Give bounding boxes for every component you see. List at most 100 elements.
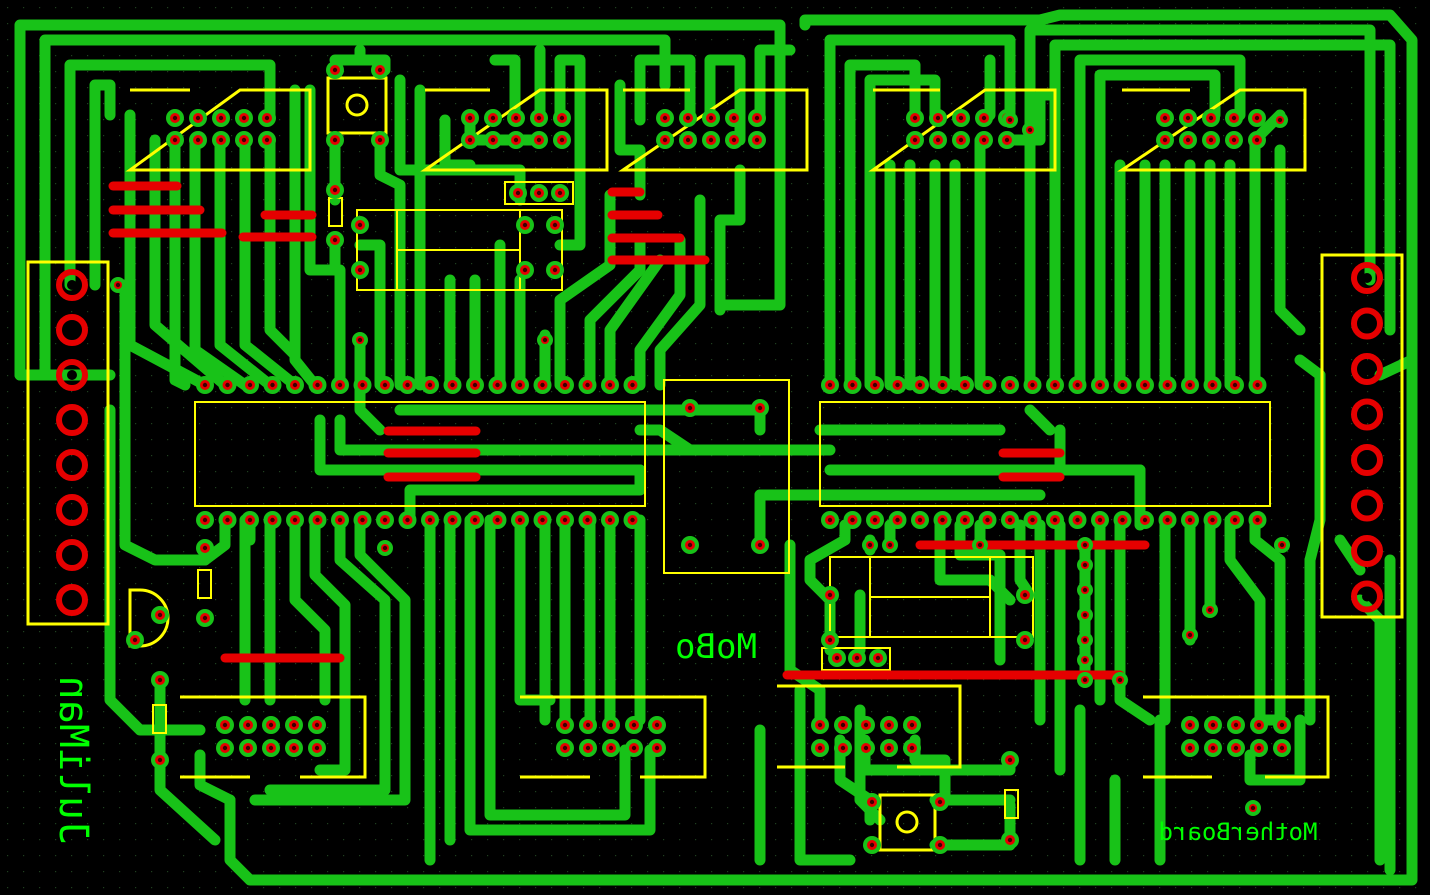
pad-drill (337, 517, 343, 523)
pad-drill (708, 115, 714, 121)
pad-drill (834, 655, 840, 661)
pad-drill (247, 517, 253, 523)
pad-drill (827, 637, 833, 643)
pad-drill (382, 545, 388, 551)
pad-drill (202, 382, 208, 388)
pad-drill (195, 115, 201, 121)
pad-drill (863, 745, 869, 751)
pad-drill (654, 722, 660, 728)
pad-drill (854, 655, 860, 661)
pad-drill (754, 115, 760, 121)
pad-drill (357, 222, 363, 228)
pad-drill (202, 517, 208, 523)
pad-drill (332, 187, 338, 193)
pad-drill (562, 517, 568, 523)
pad-drill (314, 745, 320, 751)
connector-pad (56, 494, 88, 526)
pad-drill (1187, 722, 1193, 728)
pad-drill (1207, 607, 1213, 613)
pad-drill (1231, 115, 1237, 121)
pad-drill (1165, 517, 1170, 523)
pad-drill (1187, 382, 1193, 388)
pad-drill (630, 382, 635, 388)
pad-drill (427, 517, 433, 523)
pad-drill (517, 517, 523, 523)
pad-drill (515, 190, 521, 196)
pad-drill (1097, 517, 1103, 523)
pad-drill (202, 545, 208, 551)
pad-drill (687, 542, 693, 548)
pad-drill (981, 115, 987, 121)
mobo-label: MoBo (675, 627, 757, 667)
pad-drill (827, 382, 833, 388)
pad-drill (315, 382, 320, 388)
pad-drill (1254, 115, 1260, 121)
pad-drill (264, 137, 270, 143)
connector-drill (1362, 273, 1372, 283)
pad-drill (1187, 745, 1193, 751)
pad-drill (607, 382, 613, 388)
pad-drill (450, 517, 455, 523)
pad-drill (467, 137, 473, 143)
component-pads (110, 61, 1291, 854)
pad-drill (935, 115, 941, 121)
pad-drill (222, 745, 228, 751)
pad-drill (332, 67, 338, 73)
pad-drill (495, 517, 500, 523)
pad-drill (1232, 382, 1238, 388)
pad-drill (985, 382, 990, 388)
connector-drill (67, 325, 77, 335)
pad-drill (1255, 382, 1260, 388)
pad-drill (1082, 612, 1088, 618)
pad-drill (241, 115, 247, 121)
pad-drill (377, 137, 383, 143)
pad-drill (1279, 722, 1285, 728)
pad-drill (222, 722, 228, 728)
pad-drill (292, 517, 298, 523)
connector-drill (67, 505, 77, 515)
pad-drill (522, 222, 528, 228)
pad-drill (562, 745, 568, 751)
pad-drill (536, 190, 542, 196)
pad-drill (685, 115, 691, 121)
pad-drill (958, 115, 964, 121)
pad-drill (1279, 745, 1285, 751)
pad-drill (875, 655, 881, 661)
pad-drill (887, 542, 893, 548)
pad-drill (315, 517, 320, 523)
juliman-label: JuliMan (50, 676, 96, 845)
pad-drill (536, 115, 542, 121)
pad-drill (490, 115, 496, 121)
pad-drill (1231, 137, 1237, 143)
pad-drill (270, 382, 275, 388)
pad-drill (314, 722, 320, 728)
pad-drill (840, 745, 846, 751)
pad-drill (1082, 657, 1088, 663)
pad-drill (631, 745, 637, 751)
pad-drill (557, 190, 563, 196)
pad-drill (357, 337, 363, 343)
pad-drill (1082, 637, 1088, 643)
pad-drill (245, 722, 251, 728)
pad-drill (917, 382, 923, 388)
pad-drill (1052, 382, 1058, 388)
connector-drill (67, 595, 77, 605)
connector-pad (56, 449, 88, 481)
pad-drill (559, 115, 565, 121)
pad-drill (291, 722, 297, 728)
pad-drill (1075, 382, 1080, 388)
pad-drill (630, 517, 635, 523)
pad-drill (513, 115, 519, 121)
pad-drill (1004, 137, 1010, 143)
pad-drill (1007, 517, 1013, 523)
pad-drill (332, 137, 338, 143)
pad-drill (1185, 137, 1191, 143)
pad-drill (264, 115, 270, 121)
pad-drill (685, 137, 691, 143)
pad-drill (817, 745, 823, 751)
connector-drill (1362, 318, 1372, 329)
pad-drill (202, 615, 208, 621)
pad-drill (357, 267, 363, 273)
pad-drill (1255, 517, 1260, 523)
